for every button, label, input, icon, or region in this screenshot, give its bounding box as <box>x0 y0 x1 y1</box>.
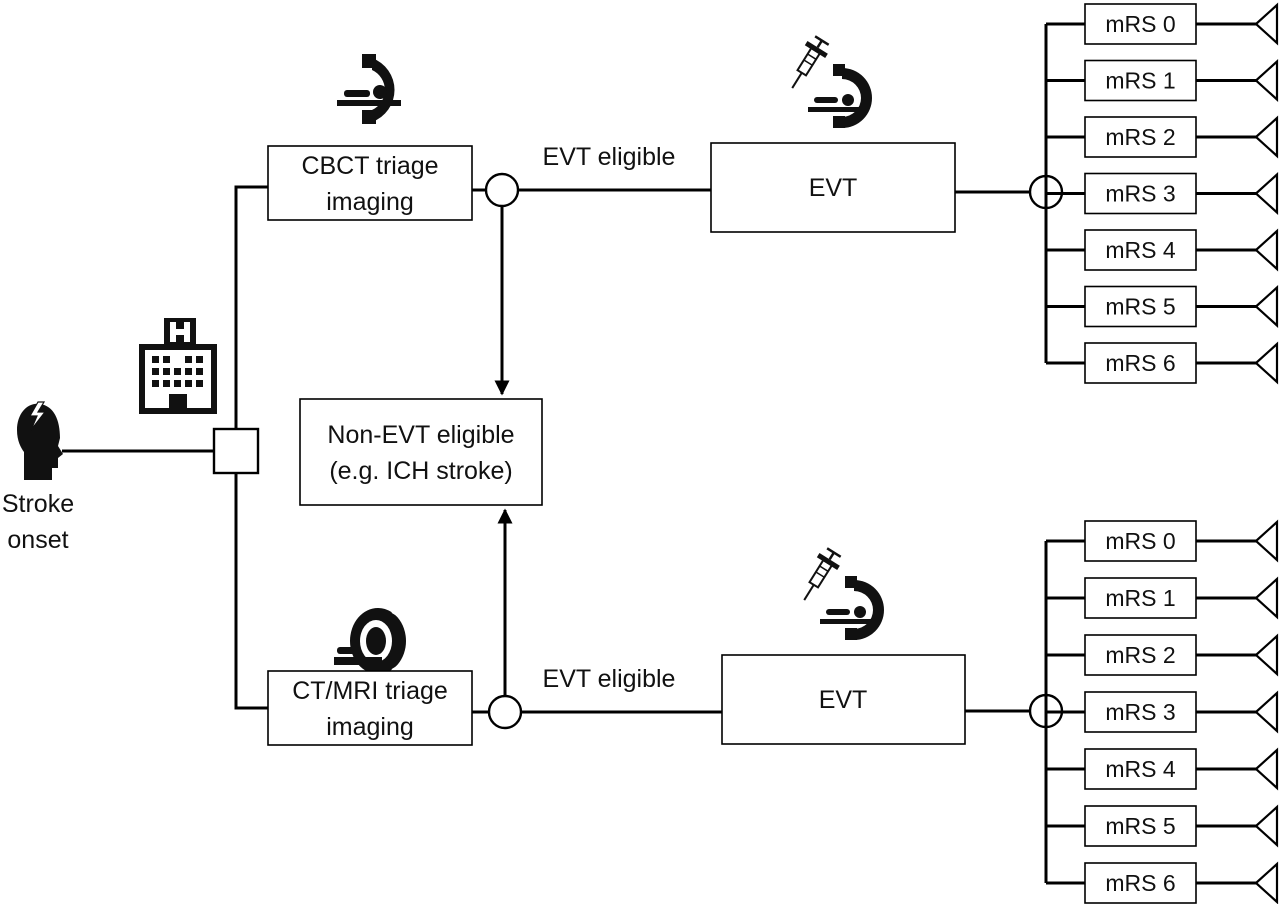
top-outcome-box <box>1084 172 1197 215</box>
bottom-evt-label: EVT <box>819 686 868 714</box>
bottom-terminal-node <box>1254 576 1279 620</box>
top-outcome-box <box>1084 3 1197 45</box>
top-evt-box <box>710 142 956 233</box>
top-outcome-label: mRS 6 <box>1105 350 1175 376</box>
top-outcome-box <box>1084 116 1197 158</box>
top-terminal-node <box>1254 228 1279 272</box>
thrombectomy-icon-top <box>791 35 872 128</box>
bottom-terminal-node <box>1254 804 1279 848</box>
top-terminal-node <box>1254 2 1279 46</box>
bottom-evt-eligible-label: EVT eligible <box>543 665 676 693</box>
top-outcome-label: mRS 4 <box>1105 237 1176 263</box>
bottom-outcome-box <box>1084 748 1197 790</box>
top-evt-label: EVT <box>809 174 858 202</box>
non-evt-label-line1: Non-EVT eligible <box>327 421 514 449</box>
stroke-onset-label-line2: onset <box>7 526 68 554</box>
top-terminal-node <box>1254 59 1279 102</box>
bottom-terminal-node <box>1254 633 1279 677</box>
top-terminal-node <box>1254 115 1279 159</box>
thrombectomy-icon-bottom <box>803 547 884 640</box>
top-terminal-node <box>1254 285 1279 328</box>
bottom-terminal-node <box>1254 861 1279 904</box>
top-outcome-label: mRS 3 <box>1105 181 1175 207</box>
ctmri-triage-label-line1: CT/MRI triage <box>292 677 448 705</box>
bottom-outcome-box <box>1084 634 1197 676</box>
ct-mri-scanner-icon <box>334 608 411 674</box>
bottom-terminal-node <box>1254 519 1279 563</box>
bottom-outcome-label: mRS 3 <box>1105 699 1175 725</box>
top-outcomes-group: mRS 0 mRS 1 mRS 2 mRS 3 mRS 4 mRS 5 mRS 6 <box>1044 2 1279 385</box>
bottom-outcome-label: mRS 4 <box>1105 756 1176 782</box>
stroke-head-icon <box>17 401 63 480</box>
top-outcome-label: mRS 5 <box>1105 294 1175 320</box>
top-outcome-box <box>1084 285 1197 328</box>
top-outcome-label: mRS 2 <box>1105 124 1175 150</box>
bottom-evt-box <box>721 654 966 745</box>
top-terminal-node <box>1254 341 1279 385</box>
non-evt-label-line2: (e.g. ICH stroke) <box>329 457 512 485</box>
cbct-scanner-icon <box>337 54 401 124</box>
bottom-outcome-label: mRS 2 <box>1105 642 1175 668</box>
bottom-outcome-label: mRS 1 <box>1105 585 1175 611</box>
ctmri-triage-box <box>267 670 473 746</box>
bottom-outcome-label: mRS 5 <box>1105 813 1175 839</box>
cbct-triage-label-line2: imaging <box>326 188 414 216</box>
cbct-chance-node <box>484 172 520 208</box>
cbct-triage-box <box>267 145 473 221</box>
ctmri-chance-node <box>487 694 523 730</box>
bottom-terminal-node <box>1254 690 1279 734</box>
bottom-outcome-box <box>1084 691 1197 733</box>
stroke-onset-label-line1: Stroke <box>2 490 74 518</box>
decision-to-cbct-line <box>234 185 268 429</box>
bottom-outcomes-group: mRS 0 mRS 1 mRS 2 mRS 3 mRS 4 mRS 5 mRS 6 <box>1044 519 1279 904</box>
top-terminal-node <box>1254 172 1279 215</box>
bottom-outcome-label: mRS 0 <box>1105 528 1175 554</box>
top-outcome-box <box>1084 342 1197 384</box>
top-outcome-label: mRS 1 <box>1105 68 1175 94</box>
top-outcome-box <box>1084 59 1197 102</box>
ctmri-triage-label-line2: imaging <box>326 713 414 741</box>
bottom-outcome-box <box>1084 862 1197 904</box>
bottom-outcome-label: mRS 6 <box>1105 870 1175 896</box>
non-evt-box <box>299 398 543 506</box>
hospital-icon <box>139 318 217 414</box>
bottom-terminal-node <box>1254 747 1279 791</box>
top-evt-eligible-label: EVT eligible <box>543 143 676 171</box>
top-outcome-label: mRS 0 <box>1105 11 1175 37</box>
cbct-triage-label-line1: CBCT triage <box>301 152 438 180</box>
bottom-outcome-box <box>1084 577 1197 619</box>
decision-to-ctmri-line <box>234 473 268 710</box>
hospital-decision-node <box>212 427 260 475</box>
